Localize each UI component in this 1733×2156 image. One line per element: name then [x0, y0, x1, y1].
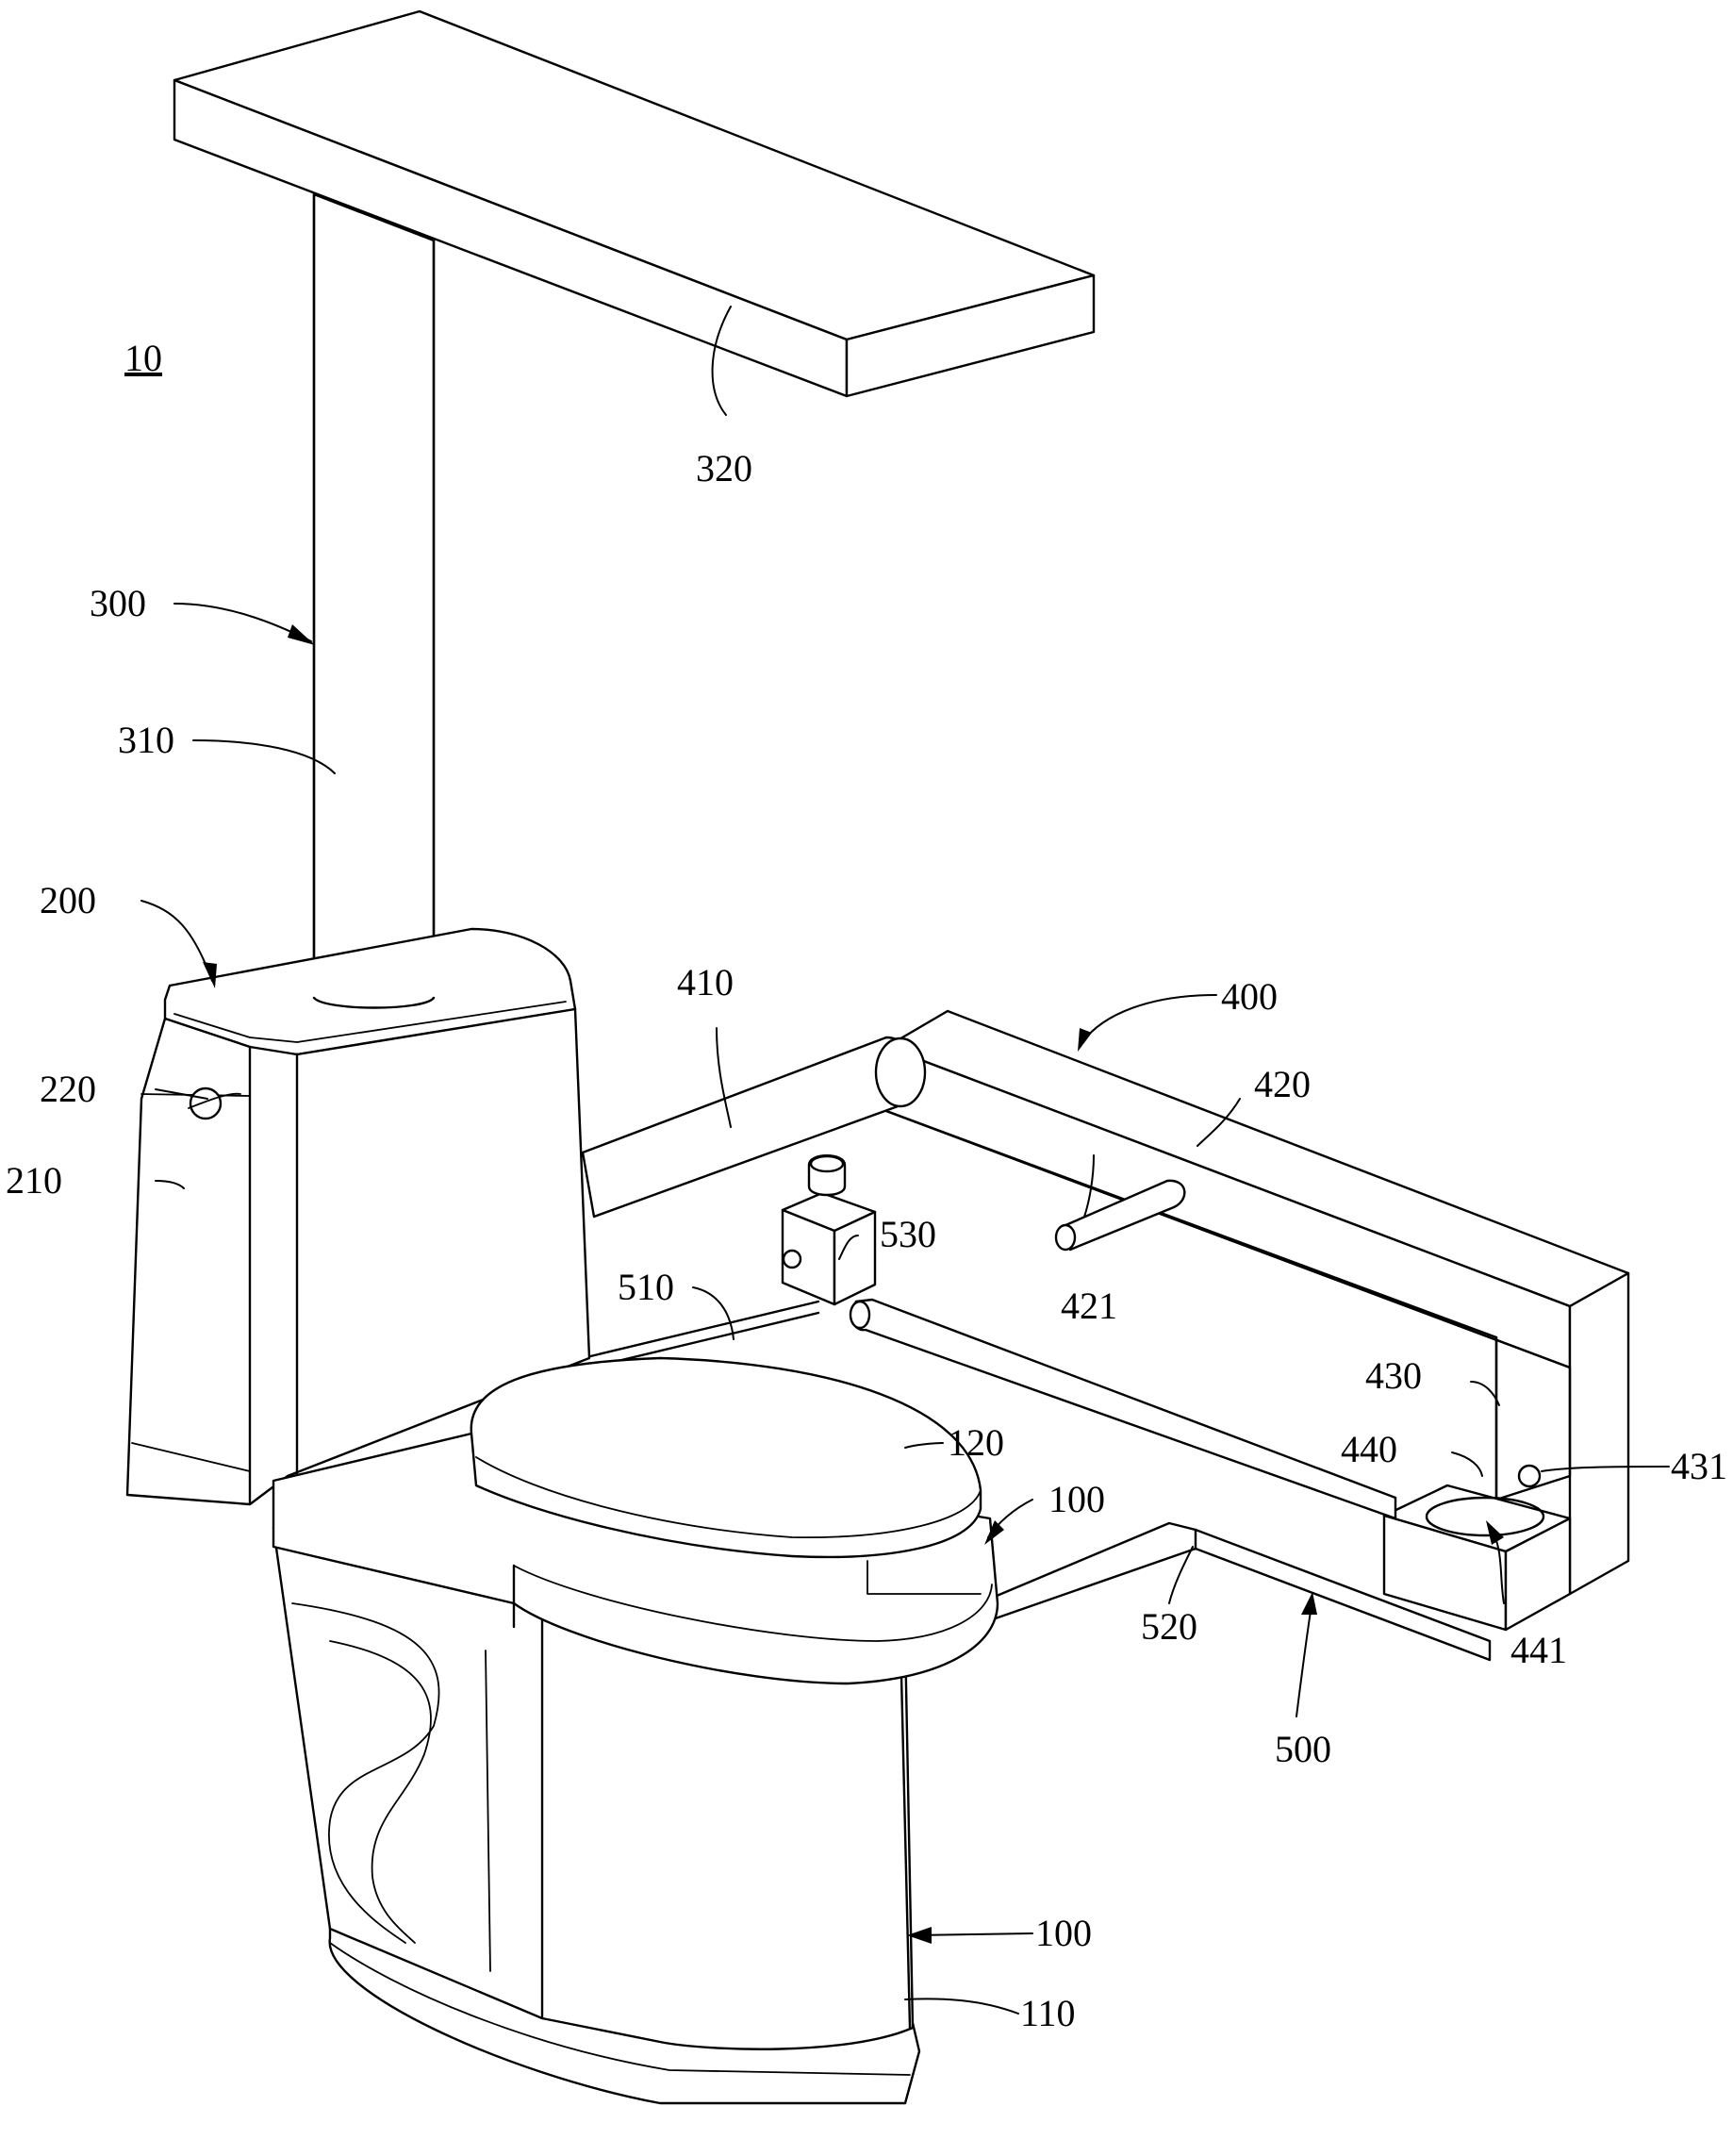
- toilet-body-100: [273, 1358, 998, 2103]
- label-520: 520: [1141, 1605, 1197, 1648]
- label-421: 421: [1061, 1285, 1117, 1327]
- label-500: 500: [1275, 1728, 1331, 1770]
- label-430: 430: [1365, 1354, 1422, 1397]
- label-300: 300: [90, 582, 146, 624]
- label-530: 530: [880, 1213, 936, 1255]
- label-400: 400: [1221, 975, 1278, 1018]
- column-310: [314, 194, 434, 1000]
- label-100-lower: 100: [1035, 1912, 1092, 1954]
- label-200: 200: [40, 879, 96, 921]
- label-210: 210: [6, 1159, 62, 1202]
- label-410: 410: [677, 961, 734, 1003]
- label-220: 220: [40, 1068, 96, 1110]
- label-100-upper: 100: [1048, 1478, 1105, 1520]
- label-320: 320: [696, 447, 752, 489]
- label-510: 510: [618, 1266, 674, 1308]
- label-431: 431: [1671, 1445, 1727, 1487]
- figure-number: 10: [124, 337, 162, 379]
- label-120: 120: [948, 1421, 1004, 1464]
- label-310: 310: [118, 719, 174, 761]
- label-441: 441: [1510, 1629, 1567, 1671]
- label-110: 110: [1020, 1992, 1076, 2034]
- top-plate-320: [174, 11, 1094, 396]
- label-440: 440: [1341, 1428, 1397, 1470]
- label-420: 420: [1254, 1063, 1311, 1105]
